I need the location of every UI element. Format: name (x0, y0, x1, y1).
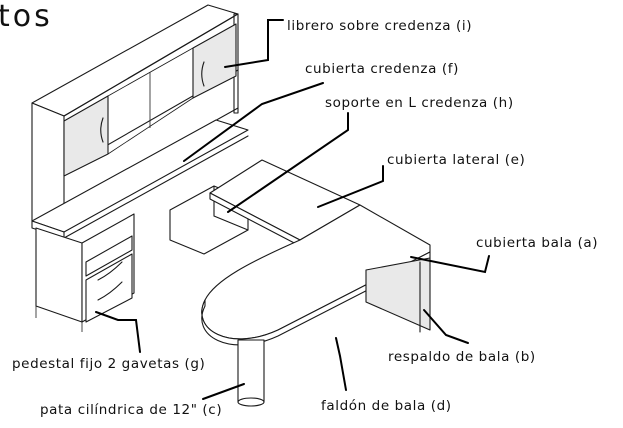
label-cubierta-bala: cubierta bala (a) (476, 235, 599, 251)
label-respaldo-de-bala: respaldo de bala (b) (388, 349, 536, 365)
leader-cubierta-lateral (317, 165, 384, 208)
leader-faldon (335, 337, 347, 391)
label-soporte-en-l-credenza: soporte en L credenza (h) (325, 95, 514, 111)
label-faldon-de-bala: faldón de bala (d) (321, 398, 452, 414)
credenza-base (31, 119, 249, 332)
leader-pedestal (95, 311, 141, 353)
label-pata-cilindrica: pata cilíndrica de 12" (c) (40, 402, 223, 418)
label-cubierta-lateral: cubierta lateral (e) (387, 152, 526, 168)
bullet-worksurface (201, 204, 431, 407)
leader-librero (224, 19, 284, 68)
section-heading: tos (0, 0, 53, 34)
label-pedestal-fijo: pedestal fijo 2 gavetas (g) (12, 356, 206, 372)
label-librero-sobre-credenza: librero sobre credenza (i) (287, 18, 473, 34)
side-worksurface (209, 159, 361, 247)
leader-soporte (227, 112, 349, 213)
leader-pata (202, 383, 245, 400)
label-cubierta-credenza: cubierta credenza (f) (305, 61, 459, 77)
leader-cubierta-bala (410, 255, 490, 274)
leader-cubierta-credenza (183, 82, 324, 162)
leader-respaldo (423, 309, 469, 344)
